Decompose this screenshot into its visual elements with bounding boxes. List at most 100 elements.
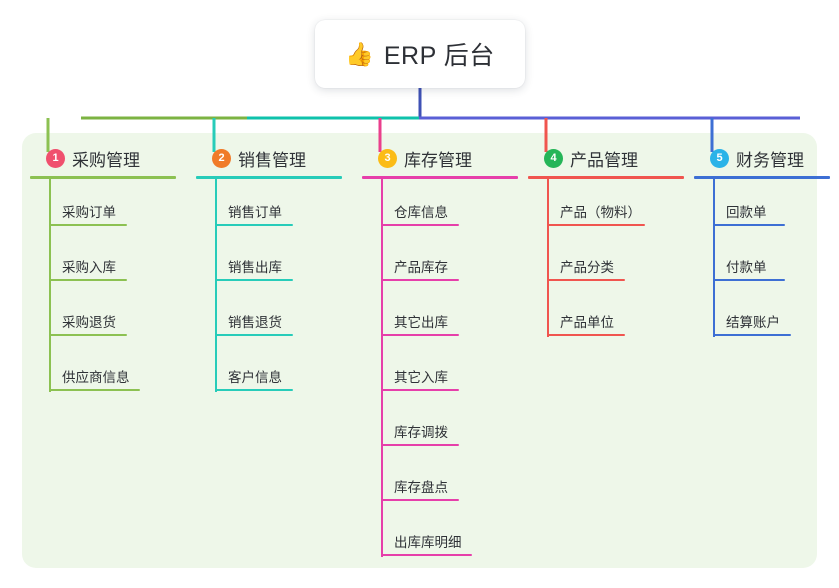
menu-item-underline xyxy=(547,224,645,226)
menu-item-label: 供应商信息 xyxy=(62,370,130,385)
menu-item-underline xyxy=(547,279,625,281)
column-spine-purchasing xyxy=(49,179,51,392)
menu-item-label: 其它入库 xyxy=(394,370,448,385)
column-spine-inventory xyxy=(381,179,383,557)
column-finance: 5 财务管理回款单付款单结算账户 xyxy=(694,146,834,344)
menu-item-underline xyxy=(381,554,472,556)
column-header-sales[interactable]: 2 销售管理 xyxy=(196,146,346,170)
column-items-finance: 回款单付款单结算账户 xyxy=(694,179,834,344)
menu-item-label: 采购退货 xyxy=(62,315,116,330)
menu-item[interactable]: 采购退货 xyxy=(30,289,180,344)
menu-item-label: 采购入库 xyxy=(62,260,116,275)
menu-item-label: 客户信息 xyxy=(228,370,282,385)
page-title: ERP 后台 xyxy=(383,42,495,70)
menu-item-label: 出库库明细 xyxy=(394,535,462,550)
menu-item[interactable]: 产品单位 xyxy=(528,289,688,344)
menu-item-label: 仓库信息 xyxy=(394,205,448,220)
root-node-card[interactable]: 👍 ERP 后台 xyxy=(315,20,525,88)
menu-item-label: 库存盘点 xyxy=(394,480,448,495)
menu-item-underline xyxy=(215,224,293,226)
column-title-inventory: 库存管理 xyxy=(404,150,472,170)
menu-item[interactable]: 库存调拨 xyxy=(362,399,522,454)
menu-item-underline xyxy=(547,334,625,336)
menu-item[interactable]: 结算账户 xyxy=(694,289,834,344)
menu-item-underline xyxy=(713,334,791,336)
background-panel xyxy=(22,133,817,568)
menu-item-label: 产品库存 xyxy=(394,260,448,275)
column-underline-product xyxy=(528,176,684,179)
column-product: 4 产品管理产品（物料） 产品分类产品单位 xyxy=(528,146,688,344)
column-badge-2: 2 xyxy=(212,148,231,168)
menu-item-underline xyxy=(713,279,785,281)
menu-item[interactable]: 供应商信息 xyxy=(30,344,180,399)
column-items-product: 产品（物料） 产品分类产品单位 xyxy=(528,179,688,344)
menu-item[interactable]: 库存盘点 xyxy=(362,454,522,509)
menu-item-underline xyxy=(49,389,140,391)
menu-item-underline xyxy=(381,389,459,391)
column-header-purchasing[interactable]: 1 采购管理 xyxy=(30,146,180,170)
column-inventory: 3 库存管理仓库信息产品库存其它出库其它入库库存调拨库存盘点出库库明细 xyxy=(362,146,522,564)
menu-item[interactable]: 付款单 xyxy=(694,234,834,289)
menu-item[interactable]: 其它出库 xyxy=(362,289,522,344)
column-title-finance: 财务管理 xyxy=(736,150,804,170)
menu-item-underline xyxy=(49,334,127,336)
column-header-finance[interactable]: 5 财务管理 xyxy=(694,146,834,170)
column-title-purchasing: 采购管理 xyxy=(72,150,140,170)
menu-item-underline xyxy=(381,224,459,226)
column-spine-finance xyxy=(713,179,715,337)
column-badge-4: 4 xyxy=(544,148,563,168)
column-underline-purchasing xyxy=(30,176,176,179)
menu-item[interactable]: 出库库明细 xyxy=(362,509,522,564)
menu-item-underline xyxy=(713,224,785,226)
menu-item[interactable]: 采购入库 xyxy=(30,234,180,289)
menu-item[interactable]: 其它入库 xyxy=(362,344,522,399)
menu-item-label: 销售订单 xyxy=(228,205,282,220)
column-items-purchasing: 采购订单采购入库采购退货供应商信息 xyxy=(30,179,180,399)
menu-item[interactable]: 销售退货 xyxy=(196,289,346,344)
menu-item-underline xyxy=(381,334,459,336)
column-title-product: 产品管理 xyxy=(570,150,638,170)
menu-item-underline xyxy=(215,334,293,336)
thumbs-up-icon: 👍 xyxy=(345,40,374,67)
menu-item-label: 销售退货 xyxy=(228,315,282,330)
column-badge-5: 5 xyxy=(710,148,729,168)
menu-item-label: 库存调拨 xyxy=(394,425,448,440)
menu-item-underline xyxy=(381,279,459,281)
column-header-inventory[interactable]: 3 库存管理 xyxy=(362,146,522,170)
column-underline-inventory xyxy=(362,176,518,179)
column-items-sales: 销售订单销售出库销售退货客户信息 xyxy=(196,179,346,399)
root-node-content: 👍 ERP 后台 xyxy=(345,36,495,72)
menu-item-label: 产品单位 xyxy=(560,315,614,330)
menu-item-underline xyxy=(381,499,459,501)
column-underline-sales xyxy=(196,176,342,179)
column-spine-sales xyxy=(215,179,217,392)
menu-item-underline xyxy=(381,444,459,446)
column-purchasing: 1 采购管理采购订单采购入库采购退货供应商信息 xyxy=(30,146,180,399)
column-header-product[interactable]: 4 产品管理 xyxy=(528,146,688,170)
menu-item[interactable]: 产品库存 xyxy=(362,234,522,289)
menu-item-label: 采购订单 xyxy=(62,205,116,220)
menu-item[interactable]: 销售出库 xyxy=(196,234,346,289)
menu-item-underline xyxy=(215,279,293,281)
menu-item[interactable]: 回款单 xyxy=(694,179,834,234)
menu-item-underline xyxy=(49,279,127,281)
column-badge-1: 1 xyxy=(46,148,65,168)
column-badge-3: 3 xyxy=(378,148,397,168)
menu-item[interactable]: 销售订单 xyxy=(196,179,346,234)
menu-item[interactable]: 仓库信息 xyxy=(362,179,522,234)
menu-item-label: 付款单 xyxy=(726,260,767,275)
menu-item-label: 产品（物料） xyxy=(560,205,641,220)
menu-item[interactable]: 产品分类 xyxy=(528,234,688,289)
menu-item[interactable]: 采购订单 xyxy=(30,179,180,234)
column-underline-finance xyxy=(694,176,830,179)
menu-item[interactable]: 客户信息 xyxy=(196,344,346,399)
column-title-sales: 销售管理 xyxy=(238,150,306,170)
column-items-inventory: 仓库信息产品库存其它出库其它入库库存调拨库存盘点出库库明细 xyxy=(362,179,522,564)
column-sales: 2 销售管理销售订单销售出库销售退货客户信息 xyxy=(196,146,346,399)
menu-item-underline xyxy=(215,389,293,391)
menu-item[interactable]: 产品（物料） xyxy=(528,179,688,234)
menu-item-label: 结算账户 xyxy=(726,315,780,330)
menu-item-label: 销售出库 xyxy=(228,260,282,275)
column-spine-product xyxy=(547,179,549,337)
